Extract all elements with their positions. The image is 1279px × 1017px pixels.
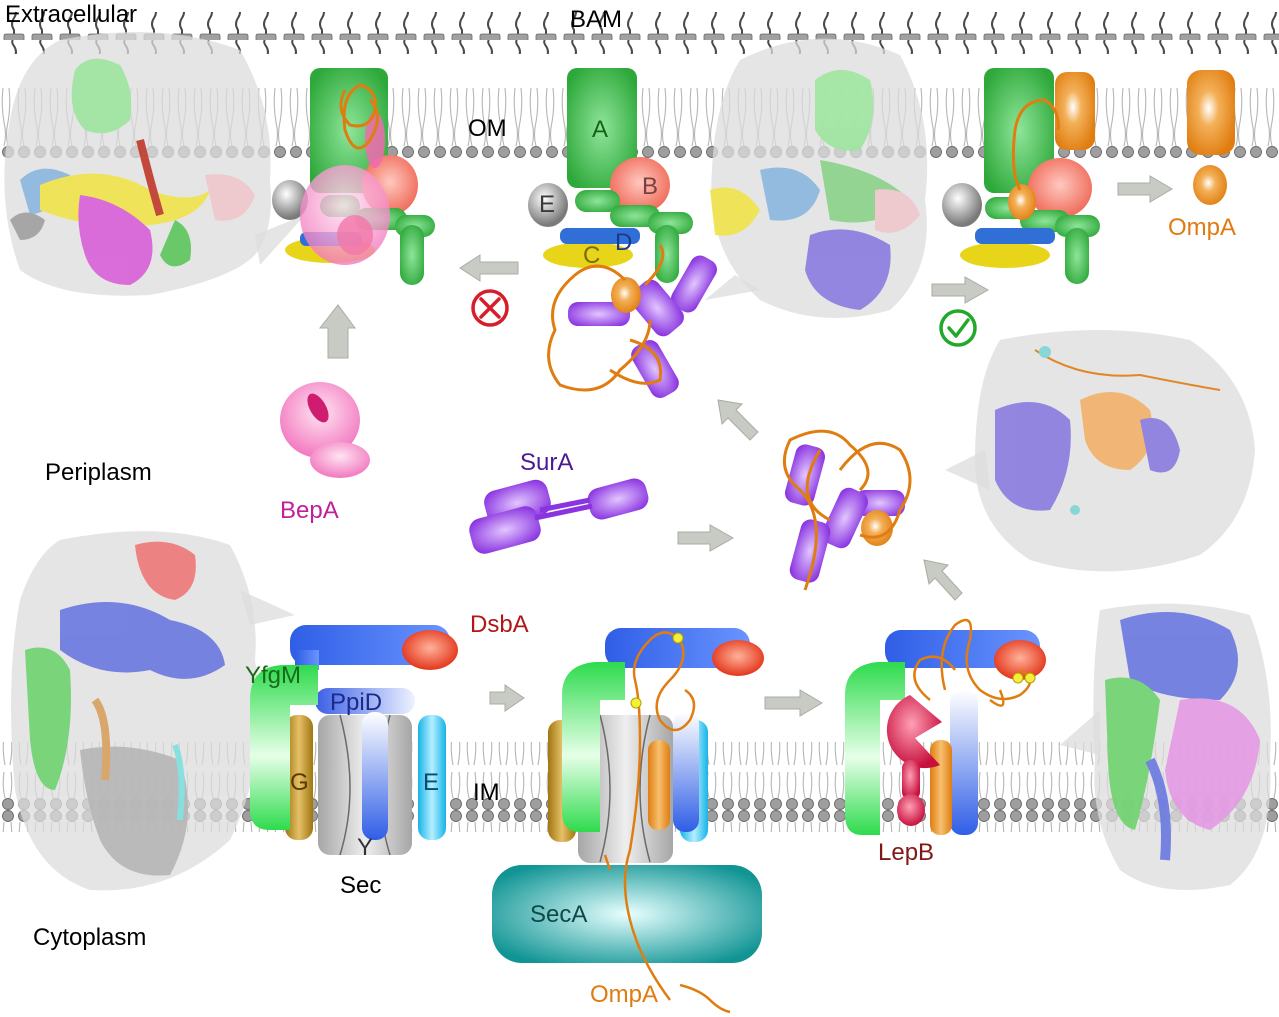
- bam-subunit-c-label: C: [583, 242, 600, 269]
- region-label-cytoplasm: Cytoplasm: [33, 924, 146, 951]
- seca-label: SecA: [530, 901, 587, 928]
- bam-complex-productive: [942, 68, 1100, 284]
- gray-block-arrow-icon: [459, 254, 519, 282]
- circle-check-icon: [939, 309, 977, 347]
- ompa-label-bottom: OmpA: [590, 981, 658, 1008]
- sec-subunit-g-label: G: [290, 769, 309, 796]
- sura-label: SurA: [520, 449, 573, 476]
- bam-subunit-e-label: E: [539, 191, 555, 218]
- structure-bubble-bam-sura: [705, 38, 928, 319]
- bam-complex-labeled: [528, 68, 717, 398]
- sura-ompa-complex: [782, 429, 912, 591]
- bepa-protein: [280, 382, 370, 478]
- bam-complex-bepa: [272, 68, 435, 285]
- structure-bubble-sura-ompa: [945, 330, 1255, 572]
- gray-block-arrow-icon: [764, 689, 823, 717]
- bam-subunit-b-label: B: [642, 173, 658, 200]
- lepb-label: LepB: [878, 839, 934, 866]
- ppid-label: PpiD: [330, 689, 382, 716]
- dsba-label: DsbA: [470, 611, 529, 638]
- region-label-periplasm: Periplasm: [45, 459, 152, 486]
- bam-subunit-a-label: A: [592, 116, 608, 143]
- structure-bubble-sec-holotranslocon: [11, 531, 295, 891]
- structure-bubble-sec-lepb: [1060, 603, 1271, 890]
- gray-block-arrow-icon: [923, 559, 963, 601]
- yfgm-label: YfgM: [245, 662, 301, 689]
- gray-block-arrow-icon: [489, 684, 525, 712]
- gray-block-arrow-icon: [318, 304, 356, 359]
- ompa-folded: [1187, 70, 1235, 205]
- membrane-label-im: IM: [473, 779, 500, 806]
- bam-title: BAM: [570, 6, 622, 33]
- sec-subunit-y-label: Y: [357, 834, 373, 861]
- gray-block-arrow-icon: [677, 524, 735, 552]
- circle-x-icon: [471, 289, 509, 327]
- ompa-label-top: OmpA: [1168, 214, 1236, 241]
- sec-holotranslocon-1: [250, 625, 458, 856]
- sec-subunit-e-label: E: [423, 769, 439, 796]
- membrane-label-om: OM: [468, 115, 507, 142]
- sec-holotranslocon-3: [845, 618, 1046, 835]
- gray-block-arrow-icon: [931, 276, 990, 304]
- sec-holotranslocon-2: [492, 628, 764, 1014]
- bepa-label: BepA: [280, 497, 339, 524]
- sura-protein: [469, 478, 649, 554]
- region-label-extracellular: Extracellular: [5, 1, 137, 28]
- structure-bubble-bam-bepa: [4, 32, 305, 296]
- sec-title: Sec: [340, 872, 381, 899]
- gray-block-arrow-icon: [717, 399, 759, 441]
- gray-block-arrow-icon: [1117, 175, 1173, 203]
- bam-subunit-d-label: D: [615, 229, 632, 256]
